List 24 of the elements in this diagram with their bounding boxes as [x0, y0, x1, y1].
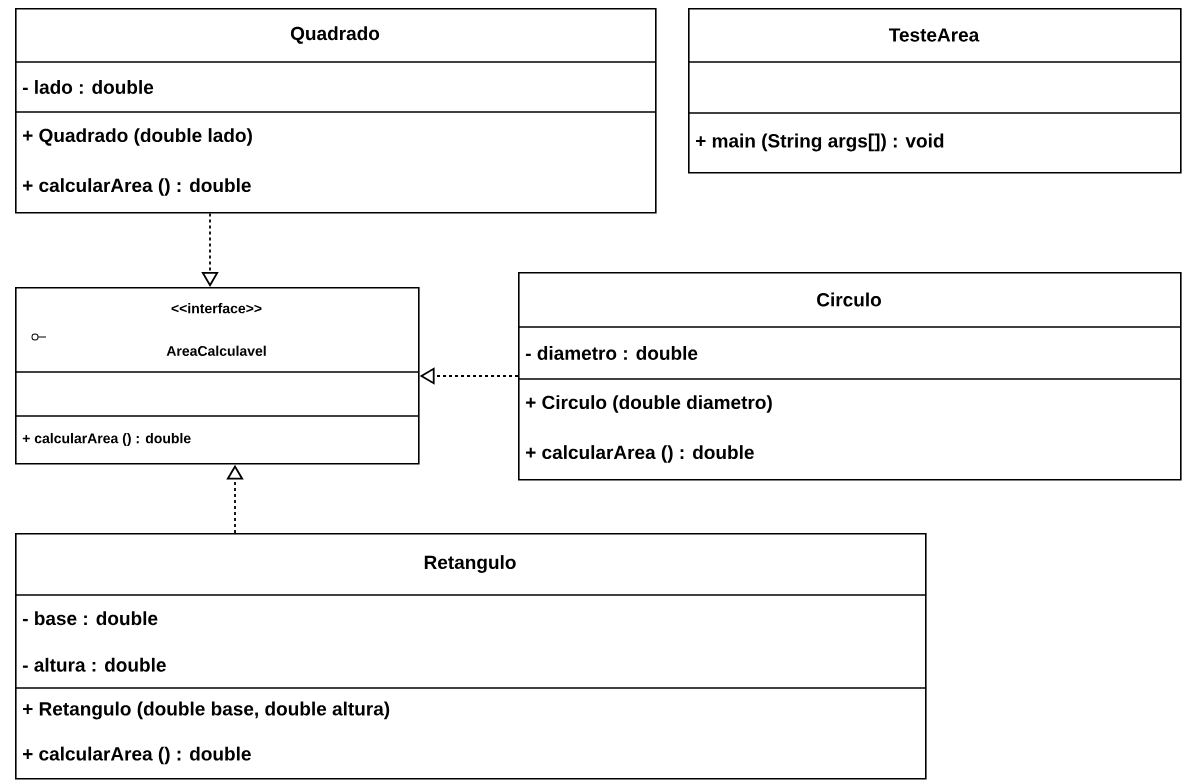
- class-box: [687, 8, 1182, 174]
- class-name: Quadrado: [290, 26, 380, 44]
- class-box: [517, 272, 1182, 481]
- attribute-text: - lado : double: [22, 80, 154, 94]
- stereotype-text: <<interface>>: [171, 303, 262, 314]
- attribute-text: - base : double: [22, 611, 158, 626]
- attribute-text: - diametro : double: [525, 346, 698, 360]
- realization-arrow: [201, 212, 219, 287]
- class-name: Circulo: [817, 292, 881, 307]
- class-name: Retangulo: [424, 555, 516, 573]
- method-text: + calcularArea () : double: [526, 445, 754, 463]
- method-text: + main (String args[]) : void: [696, 133, 944, 152]
- class-box: [14, 533, 927, 780]
- method-text: + Retangulo (double base, double altura): [23, 701, 390, 720]
- method-text: + calcularArea () : double: [23, 746, 251, 765]
- method-text: + Quadrado (double lado): [23, 128, 252, 146]
- class-name: TesteArea: [889, 28, 980, 42]
- class-box: [14, 8, 657, 214]
- class-name: AreaCalculavel: [166, 345, 266, 356]
- method-text: + calcularArea () : double: [22, 433, 191, 447]
- method-text: + calcularArea () : double: [23, 178, 251, 196]
- method-text: + Circulo (double diametro): [526, 395, 772, 413]
- attribute-text: - altura : double: [22, 657, 166, 672]
- class-box: [14, 287, 420, 465]
